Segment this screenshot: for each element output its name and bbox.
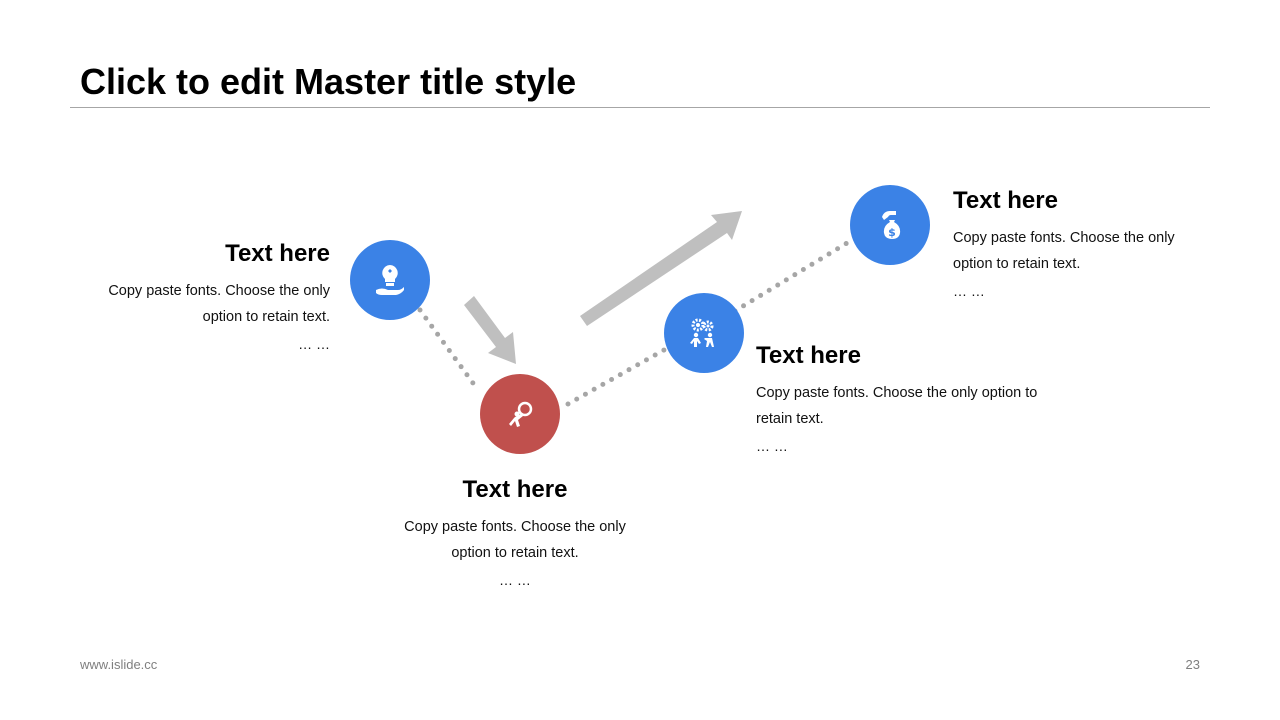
person-pushing-boulder-icon <box>509 401 533 427</box>
dotted-connector-1 <box>417 307 481 393</box>
step-1-body-line2[interactable]: option to retain text. <box>202 309 330 325</box>
step-3-circle[interactable] <box>664 293 744 373</box>
dotted-connector-3 <box>732 237 855 314</box>
footer-url: www.islide.cc <box>80 657 158 672</box>
step-4-body-line1[interactable]: Copy paste fonts. Choose the only <box>953 230 1175 246</box>
step-3-ellipsis: … … <box>756 438 788 454</box>
step-4-text: Text here Copy paste fonts. Choose the o… <box>953 186 1213 305</box>
step-3-text: Text here Copy paste fonts. Choose the o… <box>756 341 1076 460</box>
step-3-heading[interactable]: Text here <box>756 342 861 369</box>
step-1-circle[interactable] <box>350 240 430 320</box>
step-2-text: Text here Copy paste fonts. Choose the o… <box>380 475 650 594</box>
step-2-circle[interactable] <box>480 374 560 454</box>
title-divider <box>70 107 1210 108</box>
hand-money-bag-icon: $ <box>882 211 901 239</box>
down-arrow-shape <box>464 296 516 364</box>
step-2-body-line2[interactable]: option to retain text. <box>451 545 579 561</box>
step-1-text: Text here Copy paste fonts. Choose the o… <box>90 239 330 358</box>
step-3-body-line2[interactable]: retain text. <box>756 411 824 427</box>
up-arrow-shape <box>580 211 742 326</box>
teamwork-gears-icon <box>690 318 714 347</box>
lightbulb-hand-icon <box>376 265 404 295</box>
step-2-heading[interactable]: Text here <box>462 476 568 503</box>
slide-title[interactable]: Click to edit Master title style <box>80 61 577 102</box>
step-1-heading[interactable]: Text here <box>225 240 330 267</box>
step-4-heading[interactable]: Text here <box>953 187 1058 214</box>
step-3-body-line1[interactable]: Copy paste fonts. Choose the only option… <box>756 385 1038 401</box>
svg-text:$: $ <box>888 226 896 239</box>
dotted-connector-2 <box>565 347 667 407</box>
step-4-ellipsis: … … <box>953 283 985 299</box>
step-4-circle[interactable]: $ <box>850 185 930 265</box>
step-1-ellipsis: … … <box>298 336 330 352</box>
step-4-body-line2[interactable]: option to retain text. <box>953 256 1081 272</box>
page-number: 23 <box>1185 657 1200 672</box>
step-2-ellipsis: … … <box>499 572 531 588</box>
step-2-body-line1[interactable]: Copy paste fonts. Choose the only <box>404 519 626 535</box>
step-1-body-line1[interactable]: Copy paste fonts. Choose the only <box>108 283 330 299</box>
